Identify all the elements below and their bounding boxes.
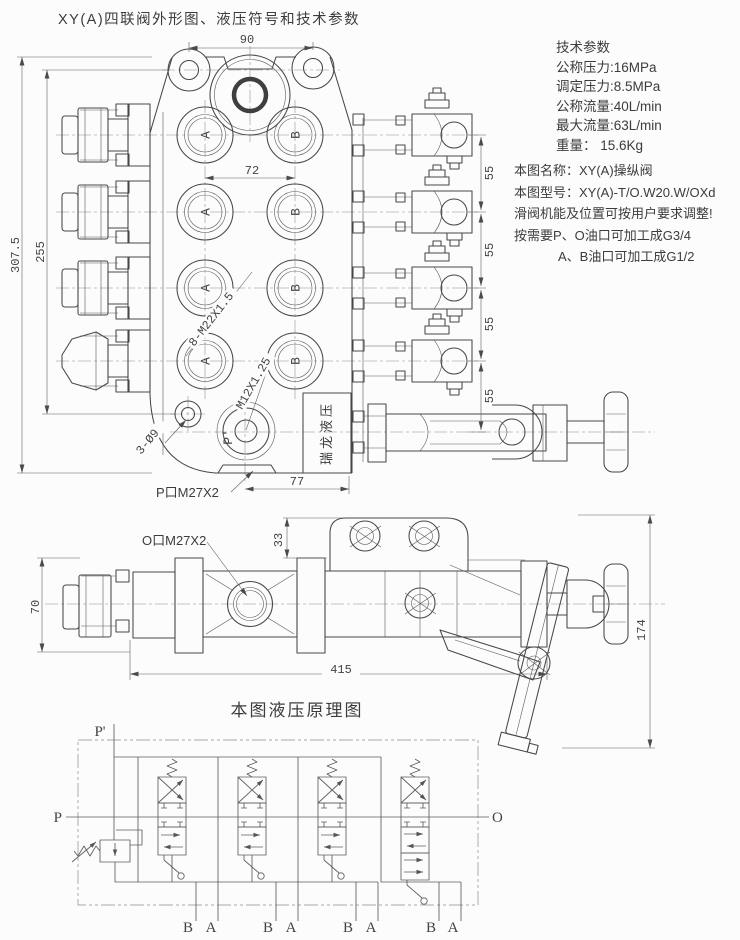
dim-55: 55 <box>483 317 497 331</box>
brand-label: 瑞龙液压 <box>319 401 334 465</box>
p-prime-port-label: P' <box>221 429 236 445</box>
drawing-title: XY(A)四联阀外形图、液压符号和技术参数 <box>58 12 361 28</box>
actuator <box>352 313 473 396</box>
port-b-label: B <box>289 208 304 216</box>
dim-307: 307.5 <box>9 237 23 273</box>
tech-param-line: 调定压力:8.5MPa <box>556 79 661 94</box>
port-a-label: A <box>199 131 214 139</box>
pilot-thread-callout: M12X1.25 <box>233 355 274 412</box>
port-b-label: B <box>289 357 304 365</box>
dim-70: 70 <box>29 600 43 614</box>
note-line: 按需要P、O油口可加工成G3/4 <box>514 227 691 243</box>
note-line: A、B油口可加工成G1/2 <box>558 249 695 264</box>
port-a-label: A <box>199 208 214 216</box>
schematic-a-label: A <box>448 920 459 936</box>
dim-415: 415 <box>330 663 352 677</box>
schematic-a-label: A <box>286 920 297 936</box>
o-port-callout: O口M27X2 <box>142 533 206 548</box>
dim-72: 72 <box>245 164 259 178</box>
port-a-label: A <box>199 284 214 292</box>
tech-param-line: 最大流量:63L/min <box>556 118 662 133</box>
actuator <box>352 87 473 170</box>
top-boss-circle <box>209 54 291 136</box>
tech-params-heading: 技术参数 <box>556 40 610 55</box>
p-port-callout: P口M27X2 <box>156 485 219 500</box>
tech-param-line: 公称压力:16MPa <box>556 59 657 75</box>
side-view-dimensions: 70 33 415 174 O口M27X2 <box>29 514 655 749</box>
hydraulic-schematic: 本图液压原理图 <box>54 701 503 936</box>
schematic-b-label: B <box>183 920 193 936</box>
brand-plate <box>302 392 352 474</box>
dcv-symbol-float <box>400 758 430 905</box>
tech-param-line: 公称流量:40L/min <box>556 98 662 114</box>
bottom-handle-assembly <box>352 391 629 473</box>
schematic-b-label: B <box>426 920 436 936</box>
schematic-o-label: O <box>492 810 503 826</box>
side-view: 70 33 415 174 O口M27X2 <box>29 514 665 755</box>
note-line: 本图名称：XY(A)操纵阀 <box>514 163 653 178</box>
schematic-p-label: P <box>54 810 62 826</box>
dim-90: 90 <box>240 33 254 47</box>
top-view: A B A B A B A B <box>9 33 655 500</box>
dim-33: 33 <box>272 533 286 547</box>
dim-55: 55 <box>483 243 497 257</box>
tech-params-block: 技术参数 公称压力:16MPa 调定压力:8.5MPa 公称流量:40L/min… <box>556 38 662 155</box>
schematic-a-label: A <box>366 920 377 936</box>
dim-77: 77 <box>290 475 304 489</box>
schematic-a-label: A <box>206 920 217 936</box>
schematic-p-prime-label: P' <box>94 724 105 740</box>
note-line: 本图型号：XY(A)-T/O.W20.W/OXd <box>514 184 716 200</box>
schematic-b-label: B <box>343 920 353 936</box>
tech-param-line: 重量： 15.6Kg <box>556 137 644 153</box>
thread-ports-callout: 8-M22X1.5 <box>186 290 237 350</box>
port-b-label: B <box>289 131 304 139</box>
note-line: 滑阀机能及位置可按用户要求调整! <box>514 206 713 221</box>
relief-valve-symbol <box>71 829 143 883</box>
port-b-label: B <box>289 284 304 292</box>
dim-255: 255 <box>34 241 48 263</box>
dim-174: 174 <box>635 619 649 641</box>
schematic-title: 本图液压原理图 <box>231 701 364 720</box>
dim-55: 55 <box>483 166 497 180</box>
notes-block: 本图名称：XY(A)操纵阀 本图型号：XY(A)-T/O.W20.W/OXd 滑… <box>514 160 716 268</box>
dim-55: 55 <box>483 389 497 403</box>
schematic-b-label: B <box>263 920 273 936</box>
port-a-label: A <box>199 357 214 365</box>
actuator <box>352 240 473 323</box>
actuator <box>352 164 473 247</box>
